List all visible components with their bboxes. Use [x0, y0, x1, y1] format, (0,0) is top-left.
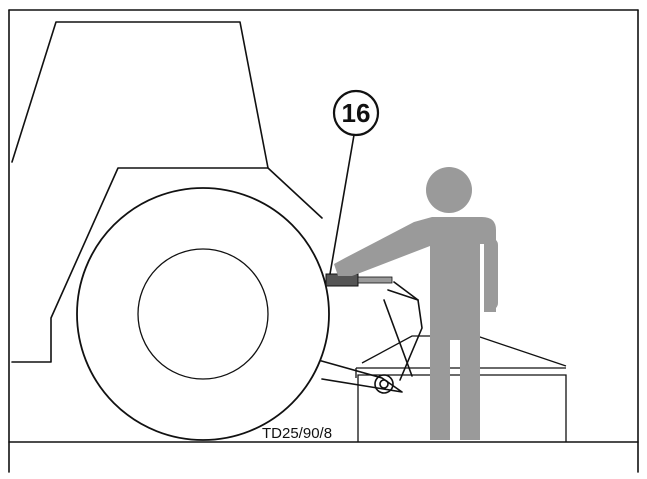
callout-number: 16	[342, 98, 371, 128]
pivot-pin	[374, 374, 394, 394]
person-figure	[334, 167, 498, 440]
lift-linkage	[317, 281, 423, 394]
tractor-cab	[11, 21, 269, 169]
tractor-body	[11, 167, 323, 363]
rear-tyre	[76, 187, 330, 441]
reference-code: TD25/90/8	[262, 425, 332, 442]
component-16-rod	[325, 273, 393, 287]
callout-16: 16	[329, 89, 380, 275]
figure-frame	[8, 9, 639, 473]
